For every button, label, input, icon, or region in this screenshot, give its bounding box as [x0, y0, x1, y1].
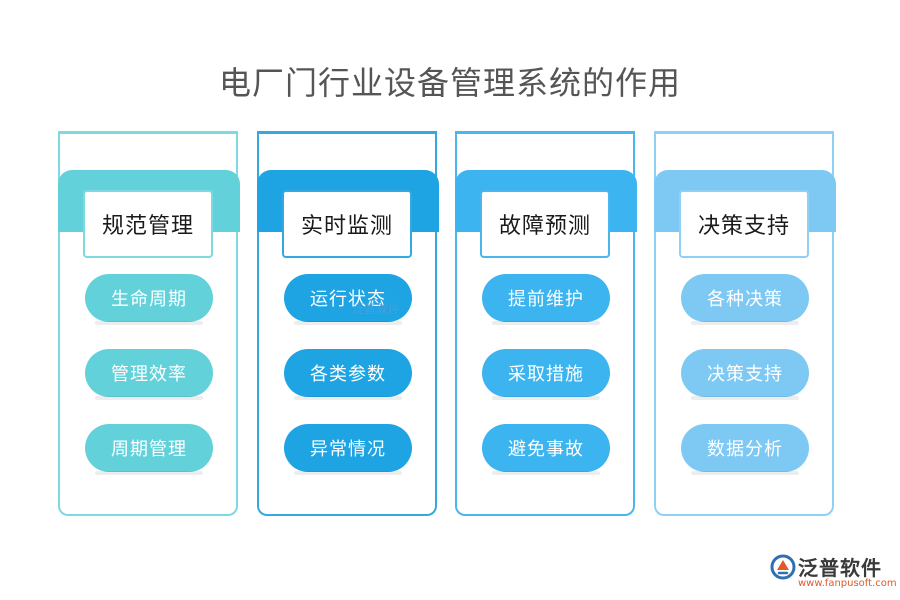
- fanpu-logo-icon: [770, 554, 796, 580]
- item-pill: 避免事故: [482, 424, 610, 475]
- diagram-title: 电厂门行业设备管理系统的作用: [218, 64, 681, 102]
- card-decision-support: 决策支持 各种决策 决策支持 数据分析: [654, 131, 836, 516]
- card-header: 决策支持: [679, 190, 809, 258]
- item-pill: 各种决策: [681, 274, 809, 325]
- item-pill: 采取措施: [482, 349, 610, 400]
- card-standard-management: 规范管理 生命周期 管理效率 周期管理: [58, 131, 240, 516]
- item-pill: 提前维护: [482, 274, 610, 325]
- item-pill: 管理效率: [85, 349, 213, 400]
- item-pill: 异常情况: [284, 424, 412, 475]
- card-header: 实时监测: [282, 190, 412, 258]
- card-realtime-monitoring: 实时监测 运行状态 各类参数 异常情况: [257, 131, 439, 516]
- brand-name: 泛普软件: [798, 556, 882, 580]
- item-pill: 各类参数: [284, 349, 412, 400]
- brand-url: www.fanpusoft.com: [798, 578, 897, 589]
- item-pill: 周期管理: [85, 424, 213, 475]
- card-fault-prediction: 故障预测 提前维护 采取措施 避免事故: [455, 131, 637, 516]
- item-pill: 运行状态: [284, 274, 412, 325]
- brand-logo: 泛普软件 www.fanpusoft.com: [770, 552, 897, 597]
- item-pill: 生命周期: [85, 274, 213, 325]
- card-header: 故障预测: [480, 190, 610, 258]
- watermark: 泛普软件: [352, 302, 401, 316]
- item-pill: 决策支持: [681, 349, 809, 400]
- item-pill: 数据分析: [681, 424, 809, 475]
- card-header: 规范管理: [83, 190, 213, 258]
